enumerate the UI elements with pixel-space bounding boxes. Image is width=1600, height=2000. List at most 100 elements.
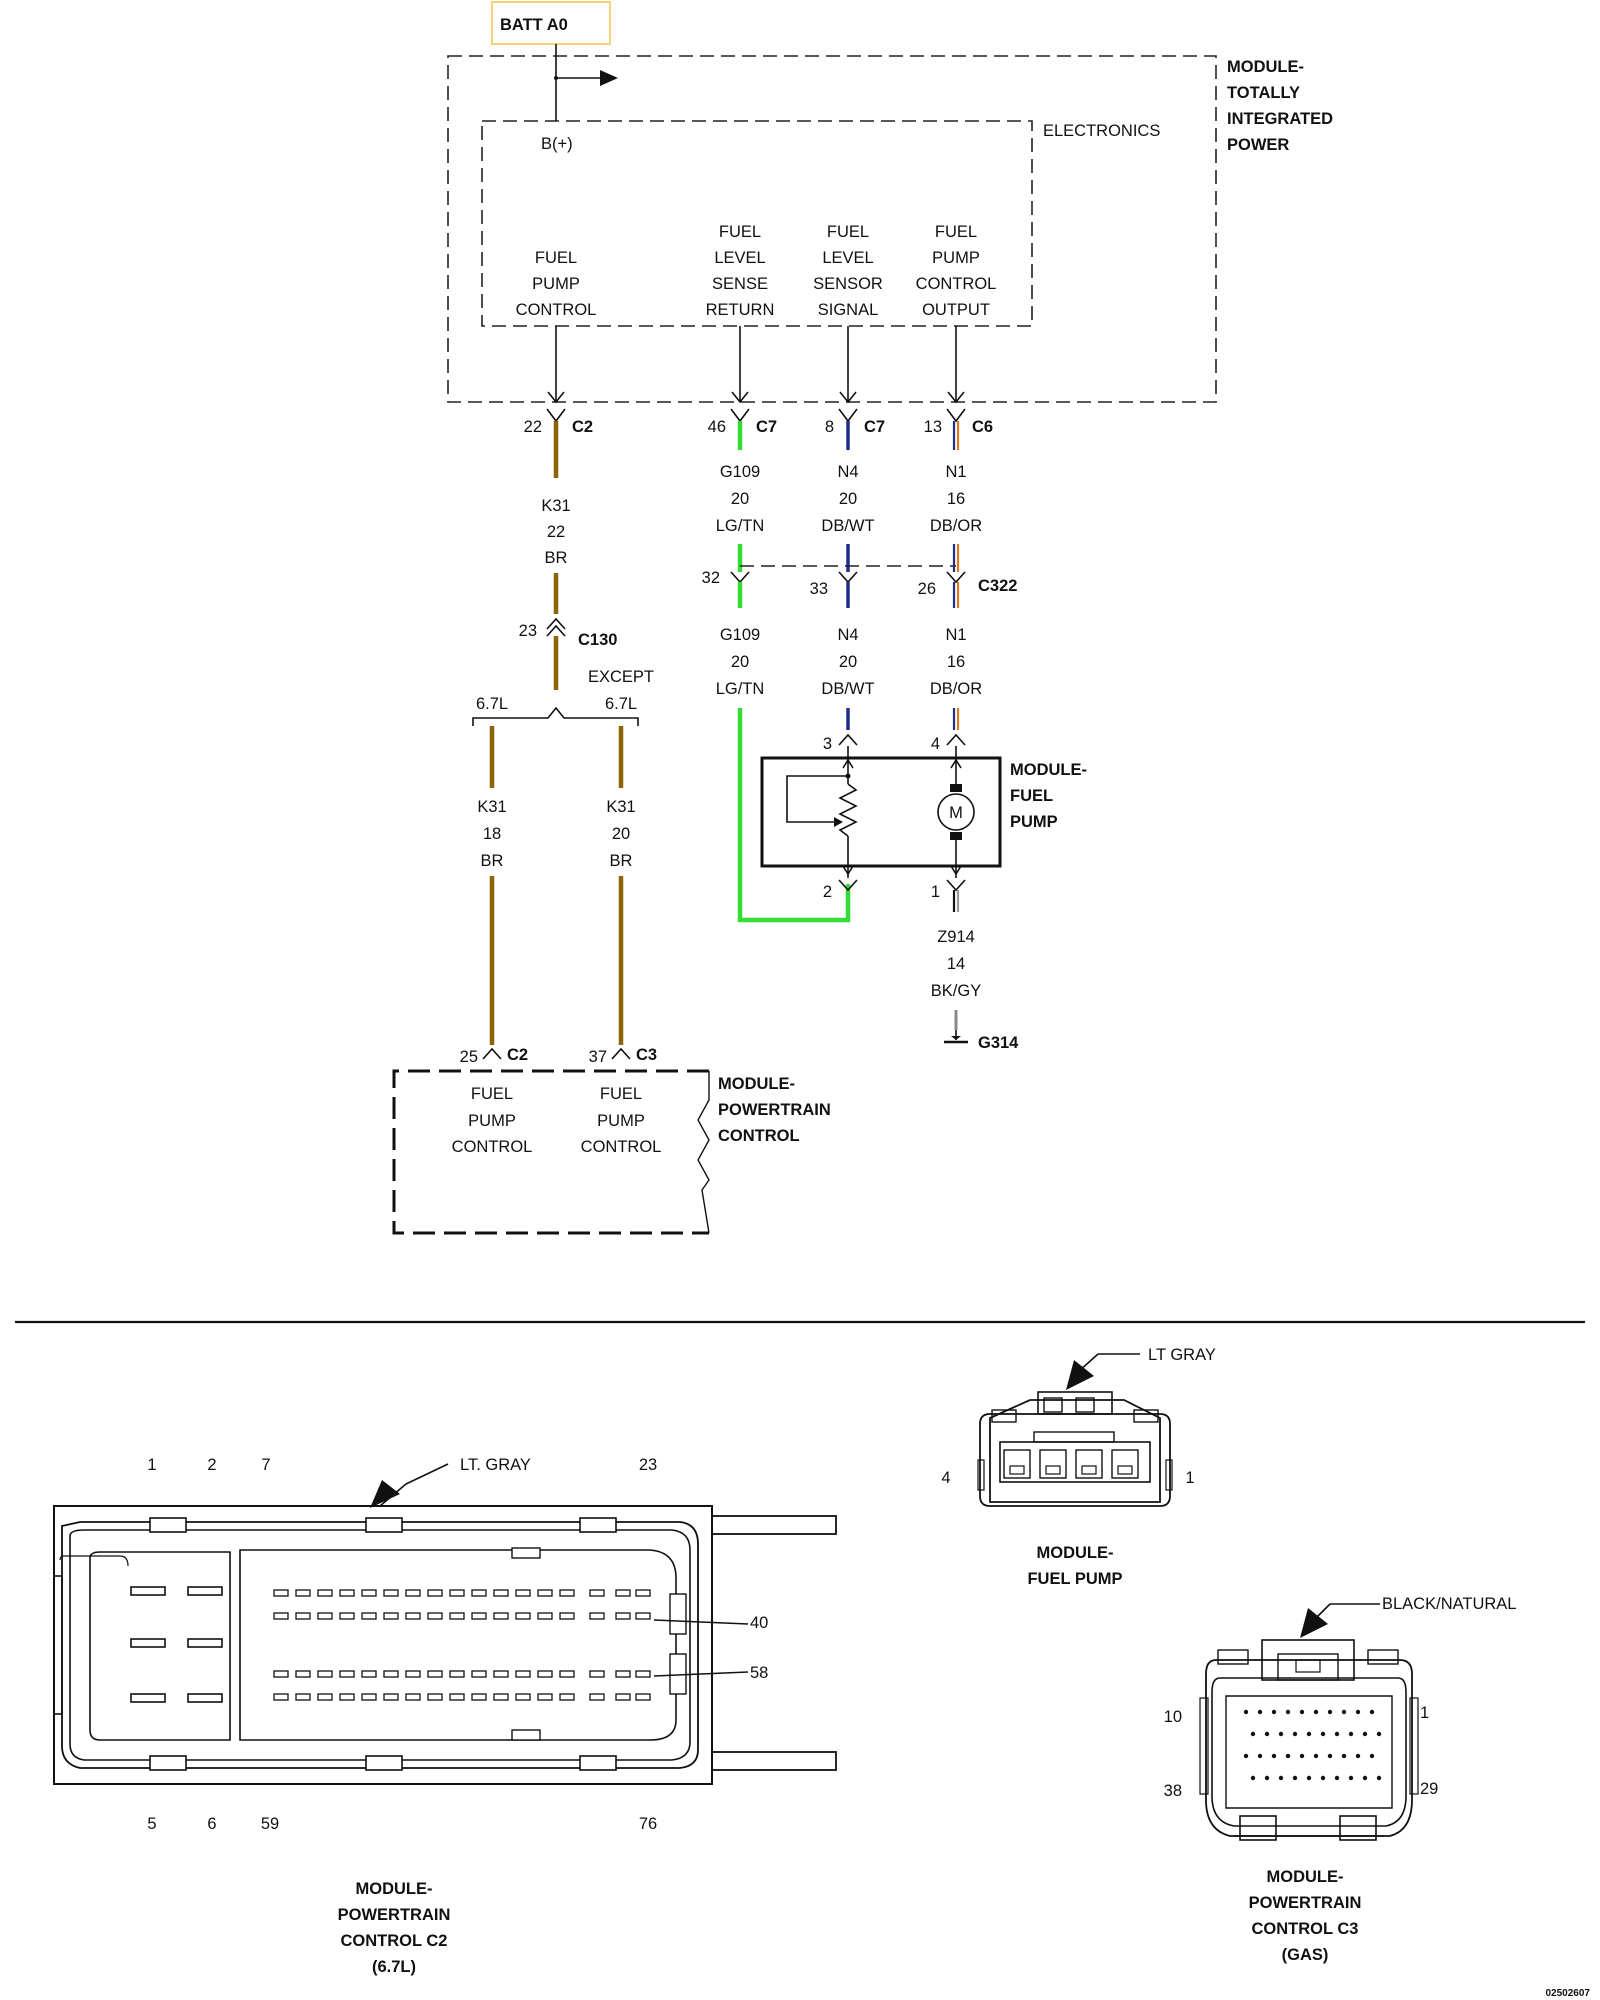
svg-text:OUTPUT: OUTPUT [922, 301, 990, 319]
svg-text:POWER: POWER [1227, 136, 1289, 154]
c3-pin-cavity [1292, 1731, 1298, 1737]
svg-text:N1: N1 [945, 463, 966, 481]
svg-text:SENSE: SENSE [712, 275, 768, 293]
fuel-pump-module-box [760, 756, 1002, 868]
fuel-pump-module-label: MODULE- FUEL PUMP [1010, 761, 1087, 831]
fuel-pump-connector-view [977, 1353, 1173, 1507]
ground-icon [944, 1030, 968, 1044]
c130-pin: 23 [519, 622, 537, 640]
svg-text:BR: BR [545, 549, 568, 567]
svg-text:CONTROL C3: CONTROL C3 [1252, 1920, 1359, 1938]
svg-text:5: 5 [147, 1815, 156, 1833]
svg-text:23: 23 [639, 1456, 657, 1474]
svg-text:22: 22 [524, 418, 542, 436]
svg-text:20: 20 [612, 825, 630, 843]
c3-pin-cavity [1376, 1731, 1382, 1737]
svg-text:22: 22 [547, 523, 565, 541]
c2-pin-cavity [537, 1612, 553, 1620]
c2-pin-cavity [615, 1589, 631, 1597]
pump-pin-3: 3 [823, 735, 832, 753]
c3-caption: MODULE- POWERTRAIN CONTROL C3 (GAS) [1249, 1868, 1362, 1964]
c2-pin-cavity [589, 1589, 605, 1597]
c2-pin-cavity [383, 1693, 399, 1701]
c3-pin-cavity [1264, 1775, 1270, 1781]
split-6-7l-label: 6.7L [476, 695, 508, 713]
pcm-c3-connector-view [1199, 1603, 1419, 1841]
c2-pin-cavity [317, 1612, 333, 1620]
c3-pin-cavity [1271, 1709, 1277, 1715]
svg-text:K31: K31 [541, 497, 570, 515]
c2-pin-cavity [559, 1693, 575, 1701]
svg-text:Z914: Z914 [937, 928, 975, 946]
svg-text:CONTROL: CONTROL [718, 1127, 800, 1145]
fuel-pump-caption: MODULE- FUEL PUMP [1027, 1544, 1122, 1588]
svg-text:LEVEL: LEVEL [714, 249, 765, 267]
c3-pin-cavity [1264, 1731, 1270, 1737]
c2-pin-cavity [635, 1589, 651, 1597]
c3-pin-cavity [1257, 1709, 1263, 1715]
wire-n4-lower-label: N4 20 DB/WT [821, 626, 874, 698]
arrow-right-icon [600, 70, 618, 86]
svg-text:MODULE-: MODULE- [1267, 1868, 1344, 1886]
wire-z914-label: Z914 14 BK/GY [931, 928, 981, 1000]
svg-text:PUMP: PUMP [932, 249, 980, 267]
c3-pin-cavity [1313, 1753, 1319, 1759]
c2-pin-cavity [493, 1612, 509, 1620]
c3-pin-cavity [1299, 1753, 1305, 1759]
c2-pin-cavity [361, 1589, 377, 1597]
svg-text:FUEL: FUEL [719, 223, 761, 241]
svg-text:K31: K31 [606, 798, 635, 816]
c3-pin-29: 29 [1420, 1780, 1438, 1798]
svg-text:MODULE-: MODULE- [718, 1075, 795, 1093]
c3-pin-cavity [1369, 1709, 1375, 1715]
svg-text:16: 16 [947, 653, 965, 671]
tipm-module-label: MODULE- TOTALLY INTEGRATED POWER [1227, 58, 1333, 154]
c2-pin-cavity [449, 1670, 465, 1678]
tipm-output-arrows [547, 326, 965, 404]
svg-text:EXCEPT: EXCEPT [588, 668, 654, 686]
svg-text:13: 13 [924, 418, 942, 436]
pcm-module-break [697, 1071, 710, 1234]
c2-pin-58: 58 [750, 1664, 768, 1682]
pcm-c3-pin: 37 [589, 1048, 607, 1066]
pcm-module-border [392, 1069, 709, 1235]
c2-pin-cavity [537, 1693, 553, 1701]
svg-text:LG/TN: LG/TN [716, 517, 765, 535]
svg-text:G109: G109 [720, 463, 760, 481]
arrow-down-icon [1300, 1608, 1328, 1638]
svg-text:DB/OR: DB/OR [930, 680, 982, 698]
svg-text:FUEL: FUEL [827, 223, 869, 241]
c2-pin-cavity [471, 1612, 487, 1620]
c2-pin-cavity [471, 1693, 487, 1701]
svg-text:RETURN: RETURN [706, 301, 775, 319]
c2-pin-cavity [405, 1612, 421, 1620]
pcm-right-fpc-label: FUEL PUMP CONTROL [581, 1085, 662, 1156]
c3-pin-cavity [1369, 1753, 1375, 1759]
c2-pin-cavity [295, 1589, 311, 1597]
c2-pin-cavity [405, 1693, 421, 1701]
pcm-connector-pins [482, 1047, 631, 1060]
c2-pin-cavity [317, 1589, 333, 1597]
pcm-c3-pin-grid [1243, 1709, 1382, 1781]
pcm-c2-pin-grid [273, 1589, 651, 1701]
svg-text:N4: N4 [837, 463, 858, 481]
svg-text:DB/WT: DB/WT [821, 517, 874, 535]
svg-text:C7: C7 [756, 418, 777, 436]
c2-pin-cavity [615, 1693, 631, 1701]
svg-text:INTEGRATED: INTEGRATED [1227, 110, 1333, 128]
c2-pin-cavity [589, 1670, 605, 1678]
c322-pin-32: 32 [702, 569, 720, 587]
c2-pin-cavity [449, 1612, 465, 1620]
c2-pin-cavity [449, 1589, 465, 1597]
c2-pin-cavity [493, 1589, 509, 1597]
svg-text:6: 6 [207, 1815, 216, 1833]
svg-text:N4: N4 [837, 626, 858, 644]
c3-pin-cavity [1292, 1775, 1298, 1781]
c2-pin-cavity [493, 1693, 509, 1701]
c2-pin-cavity [273, 1670, 289, 1678]
batt-box [491, 1, 611, 45]
c3-pin-cavity [1278, 1775, 1284, 1781]
svg-text:CONTROL: CONTROL [916, 275, 997, 293]
figure-id: 02502607 [1546, 1988, 1591, 1999]
fuel-pump-pin-1: 1 [1185, 1469, 1194, 1487]
